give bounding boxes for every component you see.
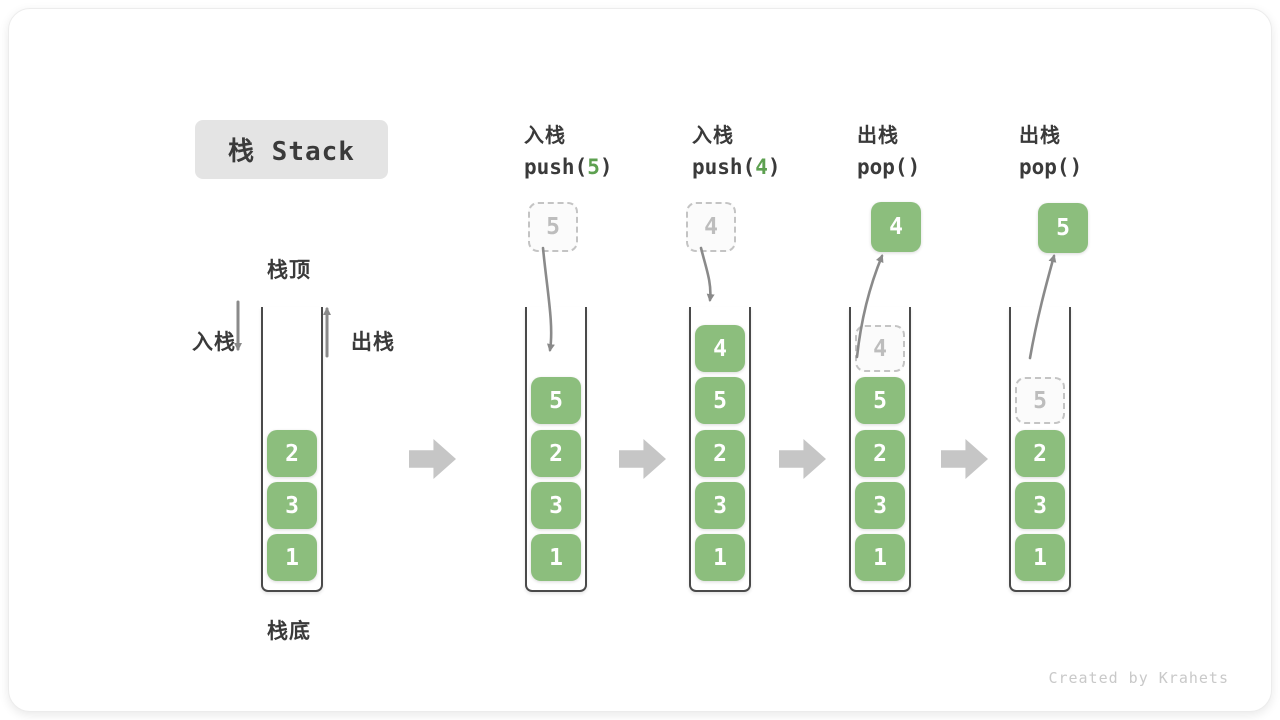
floating-cell-popped-5: 5 — [1038, 203, 1088, 253]
stack-cell: 5 — [531, 377, 581, 424]
operation-code: pop() — [1019, 155, 1083, 179]
code-argument: 4 — [755, 155, 768, 179]
stack-cell: 2 — [855, 430, 905, 477]
floating-cell-popped-4: 4 — [871, 202, 921, 252]
stack-container-initial: 2 3 1 — [261, 307, 323, 592]
step-arrow-icon — [941, 439, 988, 479]
step-arrow-icon — [619, 439, 666, 479]
floating-cell-push-5: 5 — [528, 202, 578, 252]
floating-cell-push-4: 4 — [686, 202, 736, 252]
operation-label: 入栈 — [692, 125, 734, 147]
operation-label: 出栈 — [1019, 125, 1061, 147]
stack-top-label: 栈顶 — [267, 259, 311, 282]
stack-cell: 1 — [531, 534, 581, 581]
stack-container-after-pop-1: 4 5 2 3 1 — [849, 307, 911, 592]
stack-cell-removed: 4 — [855, 325, 905, 372]
push-side-label: 入栈 — [192, 331, 236, 354]
stack-cell: 3 — [531, 482, 581, 529]
pop-side-label: 出栈 — [351, 331, 395, 354]
step-arrow-icon — [779, 439, 826, 479]
operation-header-push-4: 入栈 push(4) — [692, 119, 781, 179]
stack-cell: 2 — [1015, 430, 1065, 477]
operation-code: pop() — [857, 155, 921, 179]
operation-code: push(5) — [524, 155, 613, 179]
stack-cell: 5 — [855, 377, 905, 424]
operation-header-pop-1: 出栈 pop() — [857, 119, 920, 179]
stack-cell: 5 — [695, 377, 745, 424]
stack-cell: 1 — [855, 534, 905, 581]
step-arrow-icon — [409, 439, 456, 479]
stack-cell: 1 — [267, 534, 317, 581]
stack-cell: 3 — [267, 482, 317, 529]
stack-cell: 2 — [695, 430, 745, 477]
stack-container-after-push-4: 4 5 2 3 1 — [689, 307, 751, 592]
stack-bottom-label: 栈底 — [267, 620, 311, 643]
stack-cell: 3 — [855, 482, 905, 529]
diagram-title: 栈 Stack — [195, 120, 388, 179]
stack-cell: 3 — [1015, 482, 1065, 529]
operation-label: 入栈 — [524, 125, 566, 147]
stack-cell: 3 — [695, 482, 745, 529]
operation-header-pop-2: 出栈 pop() — [1019, 119, 1082, 179]
stack-container-after-push-5: 5 2 3 1 — [525, 307, 587, 592]
diagram-card: 栈 Stack 栈顶 栈底 入栈 出栈 入栈 push(5) 入栈 push(4… — [8, 8, 1272, 712]
operation-header-push-5: 入栈 push(5) — [524, 119, 613, 179]
code-argument: 5 — [587, 155, 600, 179]
stack-container-after-pop-2: 5 2 3 1 — [1009, 307, 1071, 592]
watermark-credit: Created by Krahets — [1048, 669, 1229, 687]
operation-code: push(4) — [692, 155, 781, 179]
stack-cell-removed: 5 — [1015, 377, 1065, 424]
stack-cell: 4 — [695, 325, 745, 372]
operation-label: 出栈 — [857, 125, 899, 147]
stack-cell: 1 — [695, 534, 745, 581]
stack-cell: 2 — [267, 430, 317, 477]
stack-cell: 1 — [1015, 534, 1065, 581]
stack-cell: 2 — [531, 430, 581, 477]
